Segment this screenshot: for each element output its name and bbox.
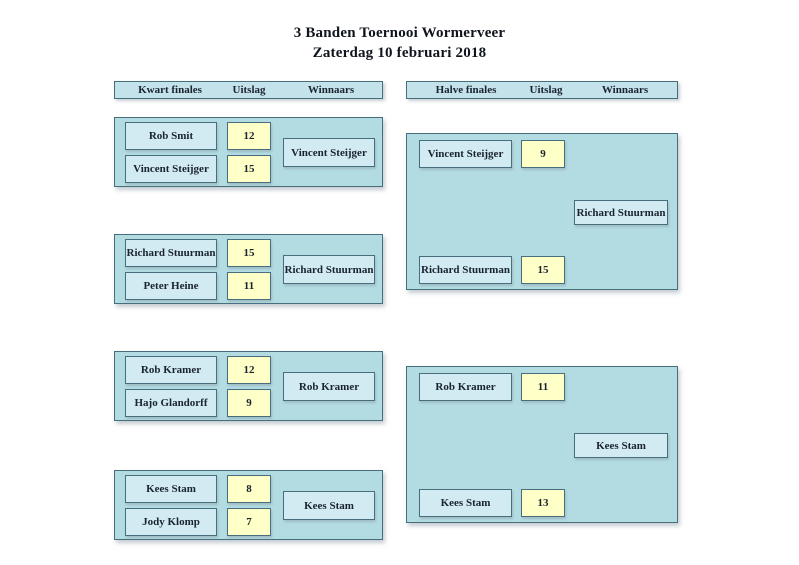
semifinal-match-1-panel: Vincent Steijger 9 Richard Stuurman Rich… xyxy=(406,133,678,290)
player-name-box: Richard Stuurman xyxy=(125,239,217,267)
player-name-box: Kees Stam xyxy=(419,489,512,517)
winner-name-box: Rob Kramer xyxy=(283,372,375,401)
winner-name-box: Vincent Steijger xyxy=(283,138,375,167)
player-name-box: Richard Stuurman xyxy=(419,256,512,284)
score-box: 11 xyxy=(521,373,565,401)
winner-name-box: Richard Stuurman xyxy=(574,200,668,225)
score-box: 15 xyxy=(227,239,271,267)
player-name-box: Vincent Steijger xyxy=(125,155,217,183)
score-box: 12 xyxy=(227,356,271,384)
winner-name-box: Richard Stuurman xyxy=(283,255,375,284)
quarterfinal-match-3-panel: Rob Kramer 12 Hajo Glandorff 9 Rob Krame… xyxy=(114,351,383,421)
player-name-box: Jody Klomp xyxy=(125,508,217,536)
score-box: 8 xyxy=(227,475,271,503)
header-kwart-finales: Kwart finales xyxy=(138,84,202,96)
title-line-2: Zaterdag 10 februari 2018 xyxy=(312,45,487,61)
score-box: 15 xyxy=(521,256,565,284)
winner-name-box: Kees Stam xyxy=(283,491,375,520)
semifinal-match-2-panel: Rob Kramer 11 Kees Stam Kees Stam 13 xyxy=(406,366,678,523)
score-box: 9 xyxy=(227,389,271,417)
score-box: 12 xyxy=(227,122,271,150)
header-winnaars-right: Winnaars xyxy=(601,84,649,96)
player-name-box: Rob Kramer xyxy=(125,356,217,384)
player-name-box: Rob Kramer xyxy=(419,373,512,401)
header-halve-finales: Halve finales xyxy=(435,84,497,96)
player-name-box: Vincent Steijger xyxy=(419,140,512,168)
player-name-box: Kees Stam xyxy=(125,475,217,503)
player-name-box: Rob Smit xyxy=(125,122,217,150)
score-box: 7 xyxy=(227,508,271,536)
semifinals-header-bar: Halve finales Uitslag Winnaars xyxy=(406,81,678,99)
score-box: 11 xyxy=(227,272,271,300)
score-box: 9 xyxy=(521,140,565,168)
score-box: 13 xyxy=(521,489,565,517)
header-uitslag-right: Uitslag xyxy=(529,84,563,96)
quarterfinal-match-4-panel: Kees Stam 8 Jody Klomp 7 Kees Stam xyxy=(114,470,383,540)
quarterfinal-match-2-panel: Richard Stuurman 15 Peter Heine 11 Richa… xyxy=(114,234,383,304)
header-uitslag-left: Uitslag xyxy=(232,84,266,96)
title-line-1: 3 Banden Toernooi Wormerveer xyxy=(293,25,506,41)
quarterfinals-header-bar: Kwart finales Uitslag Winnaars xyxy=(114,81,383,99)
quarterfinal-match-1-panel: Rob Smit 12 Vincent Steijger 15 Vincent … xyxy=(114,117,383,187)
score-box: 15 xyxy=(227,155,271,183)
player-name-box: Hajo Glandorff xyxy=(125,389,217,417)
page-title: 3 Banden Toernooi Wormerveer Zaterdag 10… xyxy=(0,23,799,63)
winner-name-box: Kees Stam xyxy=(574,433,668,458)
header-winnaars-left: Winnaars xyxy=(307,84,355,96)
player-name-box: Peter Heine xyxy=(125,272,217,300)
